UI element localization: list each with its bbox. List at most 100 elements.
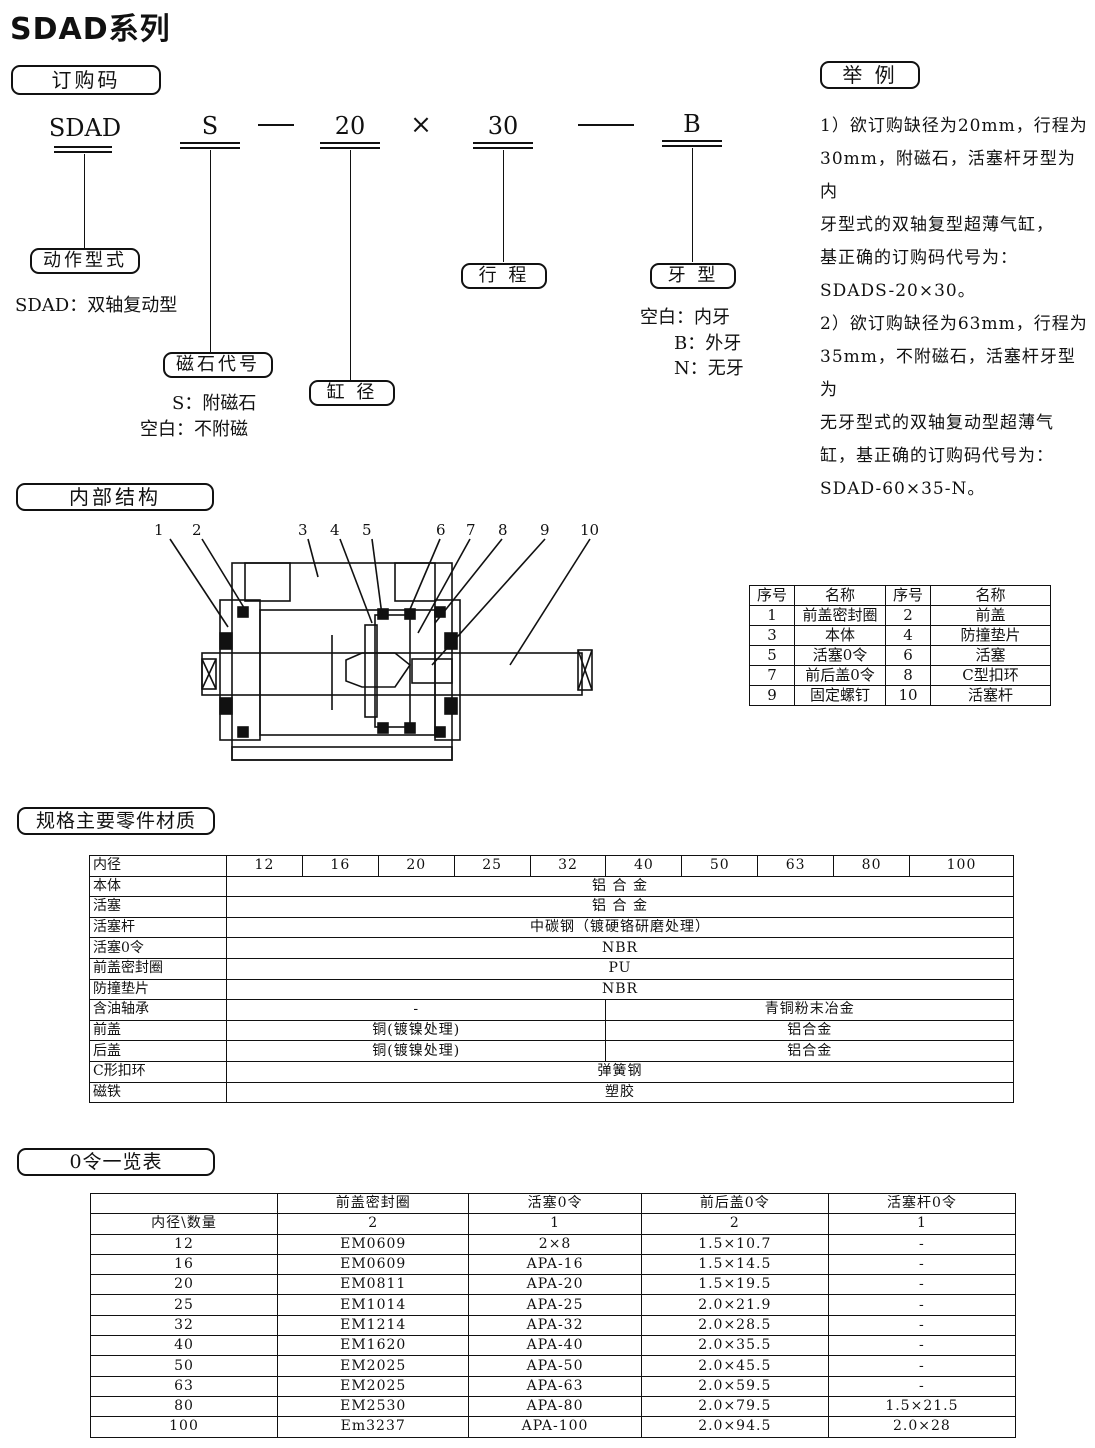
oring-label: 0令一览表 <box>17 1148 215 1176</box>
code-segment-bore: 20 <box>334 112 366 140</box>
table-cell: EM1014 <box>276 1294 470 1316</box>
code-segment-magnet: S <box>201 112 219 140</box>
table-row: 序号 名称 序号 名称 <box>749 585 1051 606</box>
material-value: PU <box>226 957 1014 980</box>
table-cell: 2 <box>885 605 931 626</box>
table-cell: 1.5×19.5 <box>640 1274 829 1296</box>
bore-header: 32 <box>529 855 607 877</box>
action-type-label: 动作型式 <box>30 248 140 274</box>
table-cell: 1 <box>749 605 795 626</box>
code-segment-stroke: 30 <box>487 112 519 140</box>
magnet-option-blank: 空白：不附磁 <box>140 419 248 440</box>
table-cell: 32 <box>90 1314 278 1337</box>
part-name: 防撞垫片 <box>89 978 227 1001</box>
material-value: 铜(镀镍处理) <box>225 1019 607 1042</box>
underline-stroke <box>473 142 533 149</box>
table-header: 活塞杆0令 <box>827 1192 1017 1215</box>
stroke-label: 行 程 <box>461 263 547 289</box>
part-name: 前盖 <box>89 1019 227 1042</box>
material-value: 铝合金 <box>605 1019 1014 1042</box>
table-row: C形扣环弹簧钢 <box>89 1060 1014 1083</box>
qty-cell: 2 <box>640 1213 829 1235</box>
callout-4: 4 <box>330 521 340 539</box>
example-line: 1）欲订购缺径为20mm，行程为 <box>820 116 1088 136</box>
table-cell: EM2025 <box>276 1375 470 1397</box>
table-cell: 2.0×28 <box>827 1416 1017 1438</box>
material-value: - <box>225 999 607 1021</box>
table-row: 活塞铝 合 金 <box>89 896 1014 918</box>
table-cell: 7 <box>749 665 795 686</box>
callout-7: 7 <box>466 521 476 539</box>
table-header: 前盖密封圈 <box>276 1192 470 1215</box>
example-line: 2）欲订购缺径为63mm，行程为 <box>820 314 1088 334</box>
leader-thread <box>692 148 693 262</box>
table-cell: EM1620 <box>276 1335 470 1357</box>
code-segment-sdad: SDAD <box>48 114 122 142</box>
material-value: 铝合金 <box>605 1040 1014 1062</box>
table-cell: - <box>827 1274 1017 1296</box>
callout-2: 2 <box>192 521 202 539</box>
part-name: C形扣环 <box>89 1060 227 1083</box>
table-cell: APA-20 <box>468 1274 642 1296</box>
example-line: SDADS-20×30。 <box>820 281 976 301</box>
table-cell: - <box>827 1314 1017 1337</box>
table-cell: 本体 <box>794 625 886 646</box>
bore-header: 80 <box>833 855 911 877</box>
underline-magnet <box>180 142 240 149</box>
table-row: 前盖铜(镀镍处理)铝合金 <box>89 1019 1014 1042</box>
table-cell: APA-63 <box>468 1375 642 1397</box>
table-cell: APA-40 <box>468 1335 642 1357</box>
table-cell: APA-100 <box>468 1416 642 1438</box>
table-cell: EM0609 <box>276 1233 470 1255</box>
part-name: 后盖 <box>89 1040 227 1062</box>
table-cell: EM2530 <box>276 1395 470 1418</box>
table-cell: 40 <box>90 1335 278 1357</box>
table-cell: 2.0×45.5 <box>640 1355 829 1377</box>
part-name: 磁铁 <box>89 1081 227 1104</box>
part-name: 活塞杆 <box>89 916 227 939</box>
table-cell: EM0609 <box>276 1253 470 1276</box>
table-cell: 8 <box>885 665 931 686</box>
structure-label: 内部结构 <box>16 483 214 511</box>
table-cell: EM0811 <box>276 1274 470 1296</box>
underline-bore <box>320 142 380 149</box>
example-text: 1）欲订购缺径为20mm，行程为 30mm，附磁石，活塞杆牙型为内 牙型式的双轴… <box>820 110 1092 506</box>
material-value: 铝 合 金 <box>226 896 1014 918</box>
table-cell: 12 <box>90 1233 278 1255</box>
table-header: 活塞0令 <box>468 1192 642 1215</box>
table-cell: 9 <box>749 685 795 706</box>
table-cell: 2.0×59.5 <box>640 1375 829 1397</box>
material-value: 弹簧钢 <box>226 1060 1014 1083</box>
leader-sdad <box>84 154 85 250</box>
table-cell: 活塞 <box>930 645 1051 666</box>
part-name: 含油轴承 <box>89 999 227 1021</box>
callout-3: 3 <box>298 521 308 539</box>
materials-table: 内径 12 16 20 25 32 40 50 63 80 100 本体铝 合 … <box>89 855 1014 1104</box>
part-name: 活塞0令 <box>89 937 227 959</box>
underline-thread <box>662 140 722 147</box>
table-header: 序号 <box>885 585 931 606</box>
table-row: 本体铝 合 金 <box>89 875 1014 898</box>
table-row: 前盖密封圈 活塞0令 前后盖0令 活塞杆0令 <box>90 1192 1017 1215</box>
table-cell: 2.0×79.5 <box>640 1395 829 1418</box>
table-cell: 20 <box>90 1274 278 1296</box>
table-cell: 2.0×21.9 <box>640 1294 829 1316</box>
leader-stroke <box>503 150 504 262</box>
table-row: 磁铁塑胶 <box>89 1081 1014 1104</box>
table-cell: - <box>827 1253 1017 1276</box>
example-label: 举 例 <box>820 61 920 89</box>
bore-header: 12 <box>226 855 303 877</box>
table-cell: 活塞0令 <box>794 645 886 666</box>
table-cell: 3 <box>749 625 795 646</box>
